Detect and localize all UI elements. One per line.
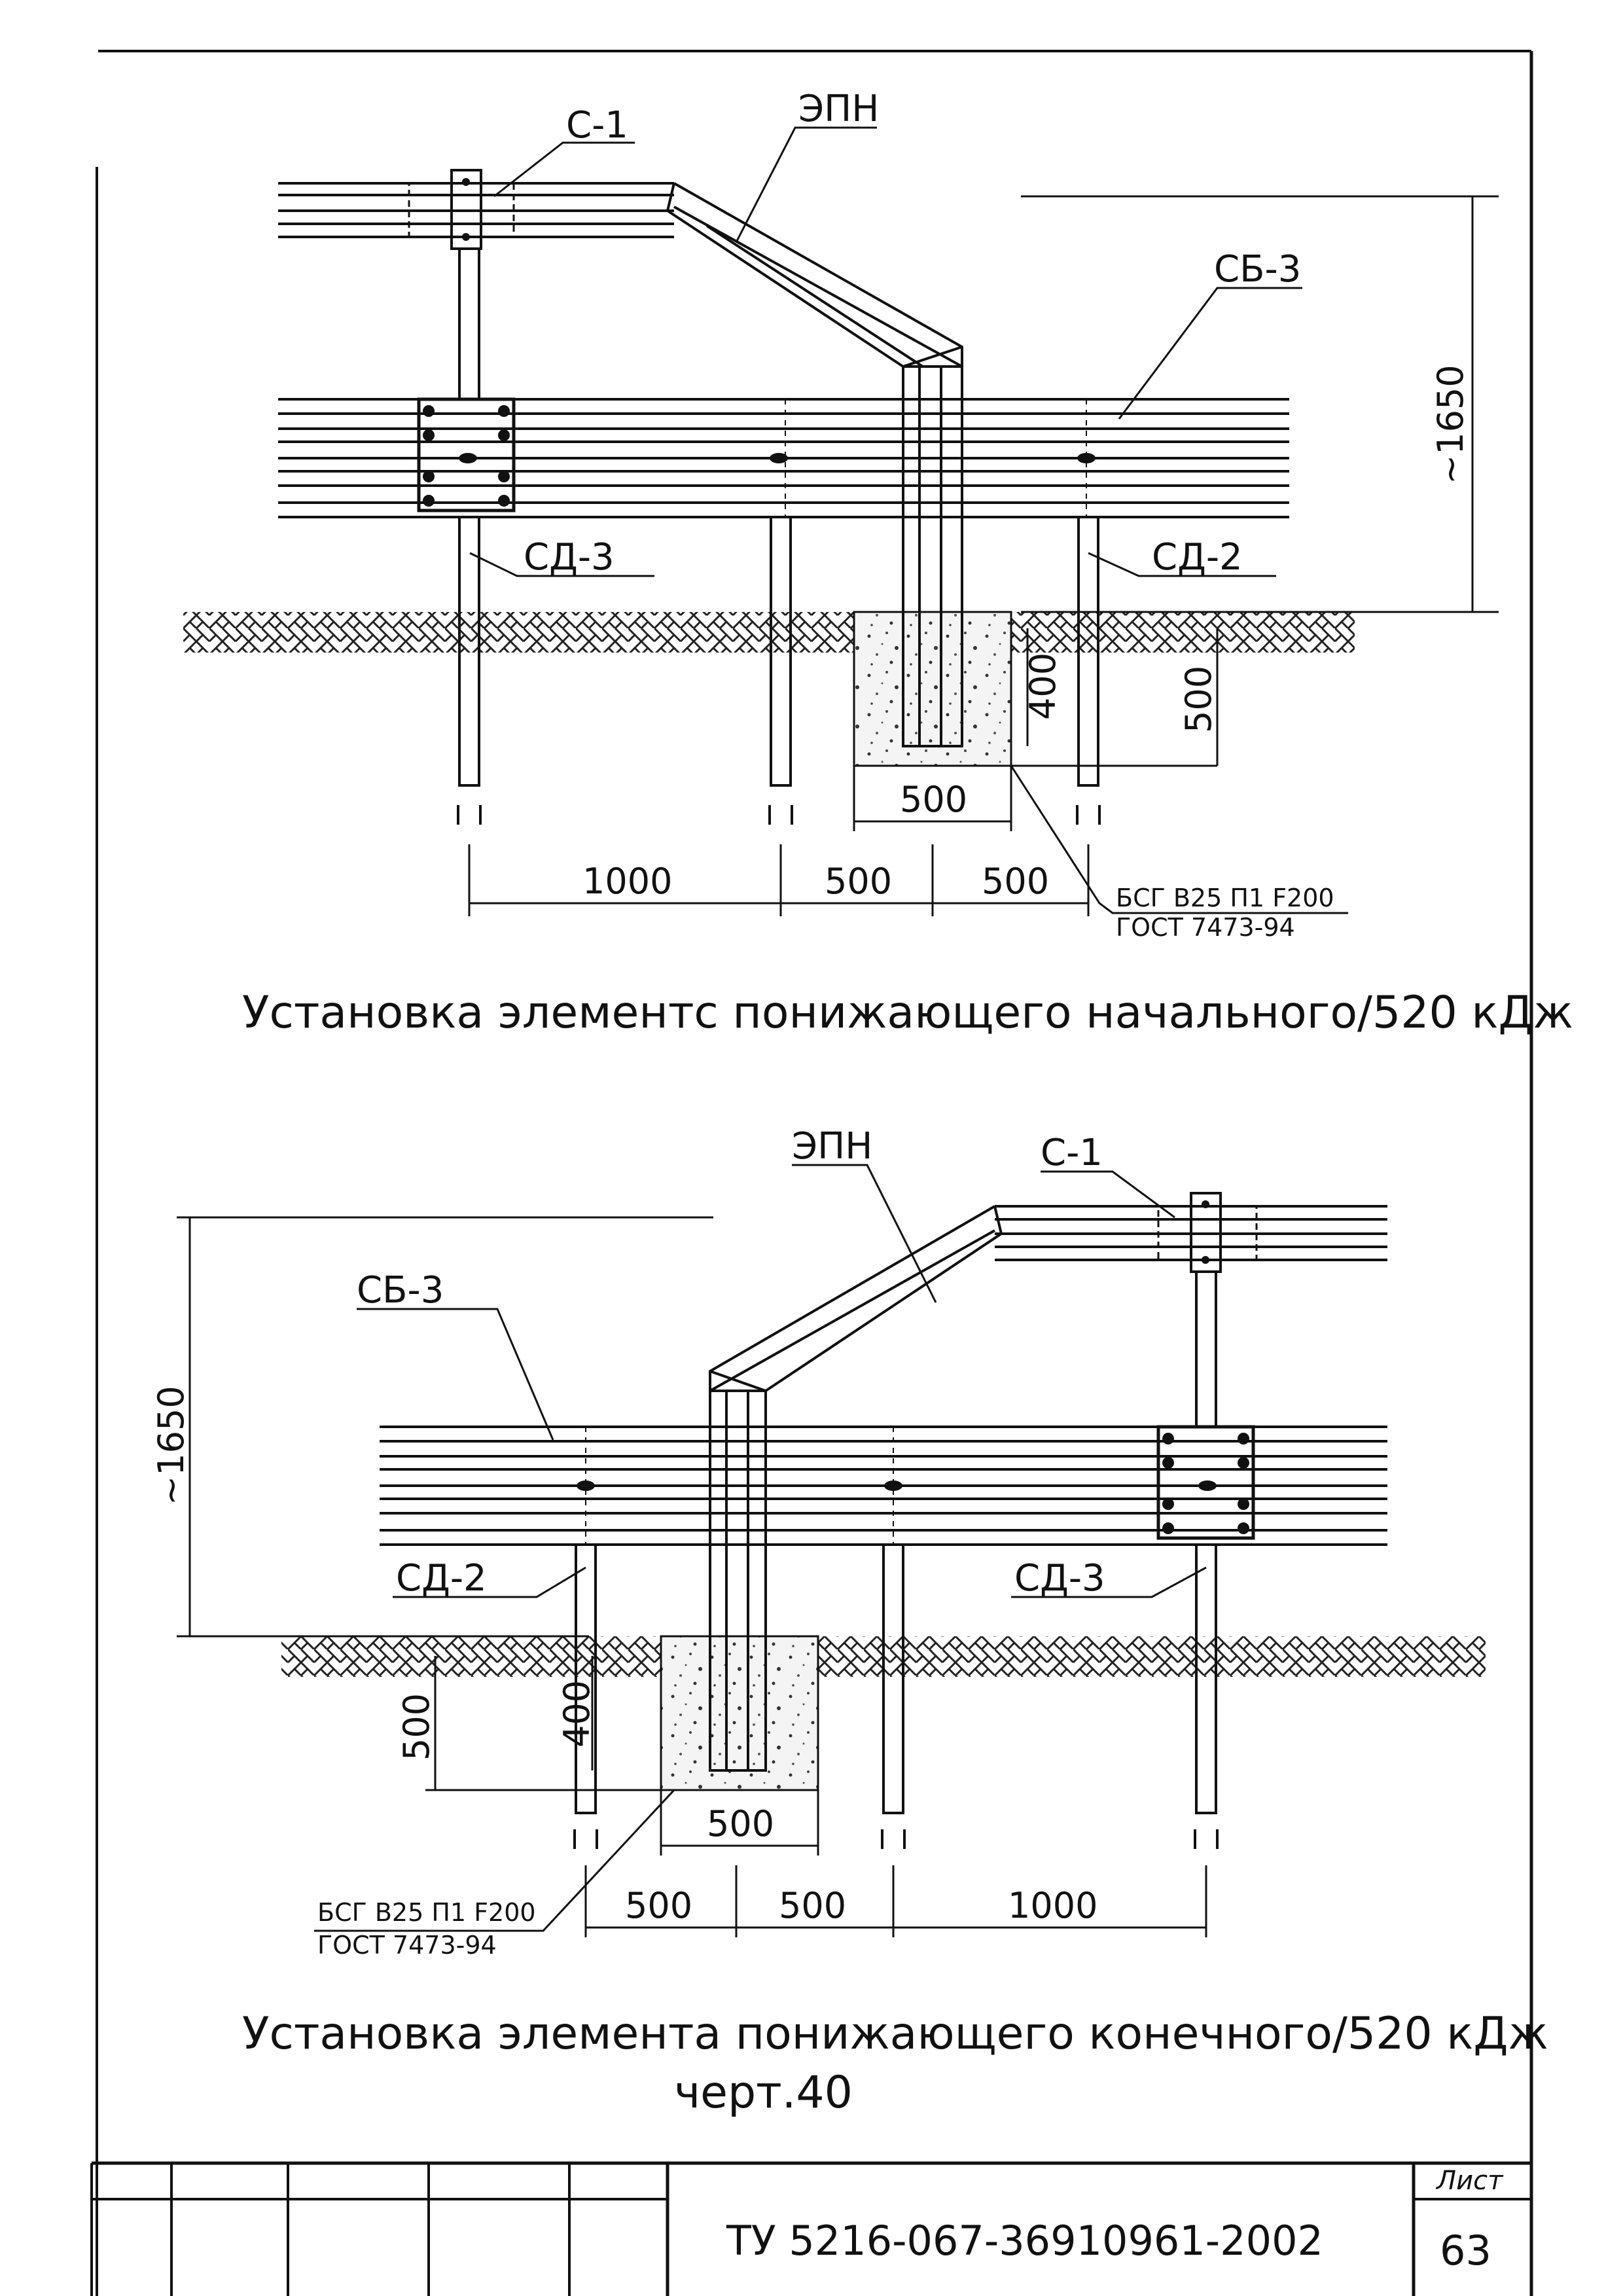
label-epn: ЭПН: [798, 88, 879, 130]
bolts: [577, 1433, 1249, 1534]
drawing-number: черт.40: [674, 2067, 853, 2119]
concrete-footing: [660, 1635, 819, 1791]
label-post-left: СД-2: [396, 1557, 487, 1600]
label-c1: С-1: [566, 104, 628, 147]
sheet-frame: [96, 50, 1533, 2296]
dim-span1: 1000: [582, 861, 672, 902]
beam-sb3: [278, 398, 1289, 518]
dim-span3: 500: [982, 861, 1049, 902]
sheet-number: 63: [1440, 2227, 1491, 2274]
document-code: ТУ 5216-067-36910961-2002: [726, 2217, 1323, 2265]
bolts: [423, 405, 1096, 507]
dim-400: 400: [556, 1680, 597, 1748]
label-post-left: СД-3: [524, 536, 615, 579]
dim-footing: 500: [707, 1803, 774, 1844]
dimension-lines: [177, 1216, 1207, 1937]
dim-span3: 1000: [1008, 1885, 1097, 1926]
label-c1: С-1: [1041, 1132, 1103, 1174]
dim-height: ~1650: [1430, 365, 1471, 484]
posts: [457, 247, 1101, 825]
dimension-lines: [468, 195, 1499, 916]
concrete-spec: БСГ В25 П1 F200: [1116, 884, 1334, 912]
label-post-right: СД-3: [1014, 1557, 1105, 1600]
beam-sb3: [380, 1426, 1387, 1546]
dim-height: ~1650: [151, 1386, 192, 1505]
dim-500-vertical: 500: [396, 1693, 437, 1761]
leaders: [314, 1164, 1207, 1932]
ground-hatch: [183, 612, 1355, 653]
c1-coupler: [408, 182, 515, 238]
dim-span2: 500: [779, 1885, 846, 1926]
bottom-drawing: С-1 ЭПН СБ-3 СД-2 СД-3 ~1650 400 500 500…: [151, 1125, 1548, 2119]
dim-500-vertical: 500: [1178, 666, 1219, 733]
title-block: [90, 2161, 1531, 2296]
top-drawing: С-1 ЭПН СБ-3 СД-3 СД-2 ~1650 400 500 500…: [183, 88, 1573, 1039]
dim-span2: 500: [825, 861, 892, 902]
upper-rail: [709, 1205, 1387, 1393]
leaders: [469, 126, 1348, 914]
upper-rail: [278, 182, 963, 369]
concrete-spec: БСГ В25 П1 F200: [317, 1898, 536, 1927]
dim-400: 400: [1022, 653, 1063, 720]
top-caption: Установка элементс понижающего начальног…: [242, 987, 1573, 1039]
dim-footing: 500: [900, 779, 967, 820]
posts: [573, 1270, 1219, 1849]
sheet-label: Лист: [1435, 2166, 1504, 2196]
label-sb3: СБ-3: [1214, 248, 1301, 291]
dim-span1: 500: [625, 1885, 692, 1926]
label-epn: ЭПН: [792, 1125, 872, 1168]
concrete-footing: [853, 611, 1012, 767]
bottom-caption: Установка элемента понижающего конечного…: [242, 2008, 1548, 2060]
label-sb3: СБ-3: [357, 1269, 444, 1312]
label-post-right: СД-2: [1152, 536, 1243, 579]
concrete-std: ГОСТ 7473-94: [1116, 913, 1295, 942]
concrete-std: ГОСТ 7473-94: [317, 1931, 497, 1960]
